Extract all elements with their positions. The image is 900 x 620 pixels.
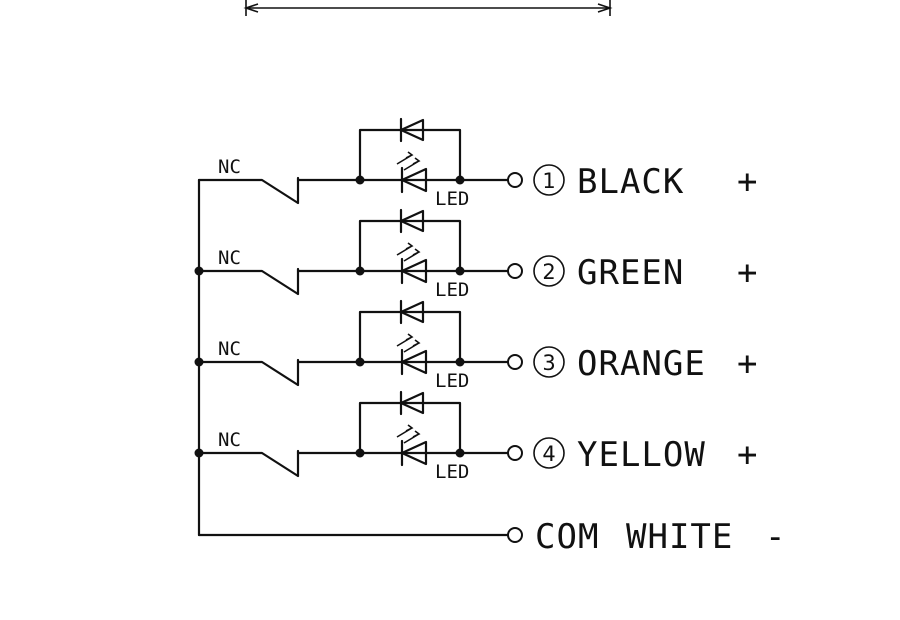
led-diode-icon bbox=[400, 439, 428, 467]
switch-label: NC bbox=[218, 247, 241, 269]
bus-junction-dot bbox=[194, 266, 204, 276]
common-label: COM bbox=[535, 517, 599, 557]
channel-1-circuit bbox=[197, 117, 565, 205]
wire-color-label: ORANGE bbox=[577, 344, 706, 384]
led-bypass-wire bbox=[358, 310, 462, 364]
bus-junction-dot bbox=[194, 448, 204, 458]
nc-switch bbox=[197, 358, 300, 387]
terminal-number: 1 bbox=[542, 169, 555, 193]
reverse-diode-icon bbox=[399, 390, 425, 416]
led-diode-icon bbox=[400, 166, 428, 194]
channel-2-circuit bbox=[194, 208, 565, 296]
led-bypass-wire bbox=[358, 128, 462, 182]
output-terminal bbox=[507, 263, 523, 279]
led-bypass-wire bbox=[358, 401, 462, 455]
polarity-sign: + bbox=[737, 162, 758, 202]
junction-dot bbox=[455, 357, 465, 367]
terminal-number: 4 bbox=[542, 442, 555, 466]
junction-dot bbox=[355, 357, 365, 367]
junction-dot bbox=[355, 448, 365, 458]
terminal-number-circle bbox=[533, 437, 565, 469]
channel-1-labels: NC LED 1 BLACK + bbox=[218, 156, 758, 210]
channel-2-labels: NC LED 2 GREEN + bbox=[218, 247, 758, 301]
led-label: LED bbox=[435, 461, 469, 483]
led-label: LED bbox=[435, 279, 469, 301]
wire-color-label: YELLOW bbox=[577, 435, 706, 475]
bus-junction-dot bbox=[194, 357, 204, 367]
nc-switch bbox=[197, 176, 300, 205]
reverse-diode-icon bbox=[399, 299, 425, 325]
led-diode-icon bbox=[400, 257, 428, 285]
junction-dot bbox=[355, 266, 365, 276]
output-terminal bbox=[507, 445, 523, 461]
switch-label: NC bbox=[218, 429, 241, 451]
output-terminal bbox=[507, 354, 523, 370]
light-emission-icon bbox=[396, 151, 421, 171]
common-line: COM WHITE - bbox=[197, 517, 786, 557]
junction-dot bbox=[455, 175, 465, 185]
reverse-diode-icon bbox=[399, 208, 425, 234]
wire-color-label: GREEN bbox=[577, 253, 684, 293]
polarity-sign: + bbox=[737, 435, 758, 475]
nc-switch bbox=[197, 449, 300, 478]
terminal-number: 2 bbox=[542, 260, 555, 284]
junction-dot bbox=[455, 448, 465, 458]
terminal-number-circle bbox=[533, 164, 565, 196]
channel-3-circuit bbox=[194, 299, 565, 387]
polarity-sign: + bbox=[737, 253, 758, 293]
led-diode-icon bbox=[400, 348, 428, 376]
channel-4-labels: NC LED 4 YELLOW + bbox=[218, 429, 758, 483]
reverse-diode-icon bbox=[399, 117, 425, 143]
nc-switch bbox=[197, 267, 300, 296]
led-bypass-wire bbox=[358, 219, 462, 273]
terminal-number-circle bbox=[533, 346, 565, 378]
switch-label: NC bbox=[218, 156, 241, 178]
junction-dot bbox=[455, 266, 465, 276]
common-terminal bbox=[507, 527, 523, 543]
light-emission-icon bbox=[396, 242, 421, 262]
led-label: LED bbox=[435, 370, 469, 392]
light-emission-icon bbox=[396, 333, 421, 353]
common-color-label: WHITE bbox=[626, 517, 733, 557]
terminal-number-circle bbox=[533, 255, 565, 287]
common-polarity-sign: - bbox=[765, 517, 786, 557]
led-label: LED bbox=[435, 188, 469, 210]
dimension-line bbox=[243, 0, 613, 16]
polarity-sign: + bbox=[737, 344, 758, 384]
junction-dot bbox=[355, 175, 365, 185]
light-emission-icon bbox=[396, 424, 421, 444]
terminal-number: 3 bbox=[542, 351, 555, 375]
output-terminal bbox=[507, 172, 523, 188]
wire-color-label: BLACK bbox=[577, 162, 684, 202]
channel-3-labels: NC LED 3 ORANGE + bbox=[218, 338, 758, 392]
switch-label: NC bbox=[218, 338, 241, 360]
channel-4-circuit bbox=[194, 390, 565, 478]
